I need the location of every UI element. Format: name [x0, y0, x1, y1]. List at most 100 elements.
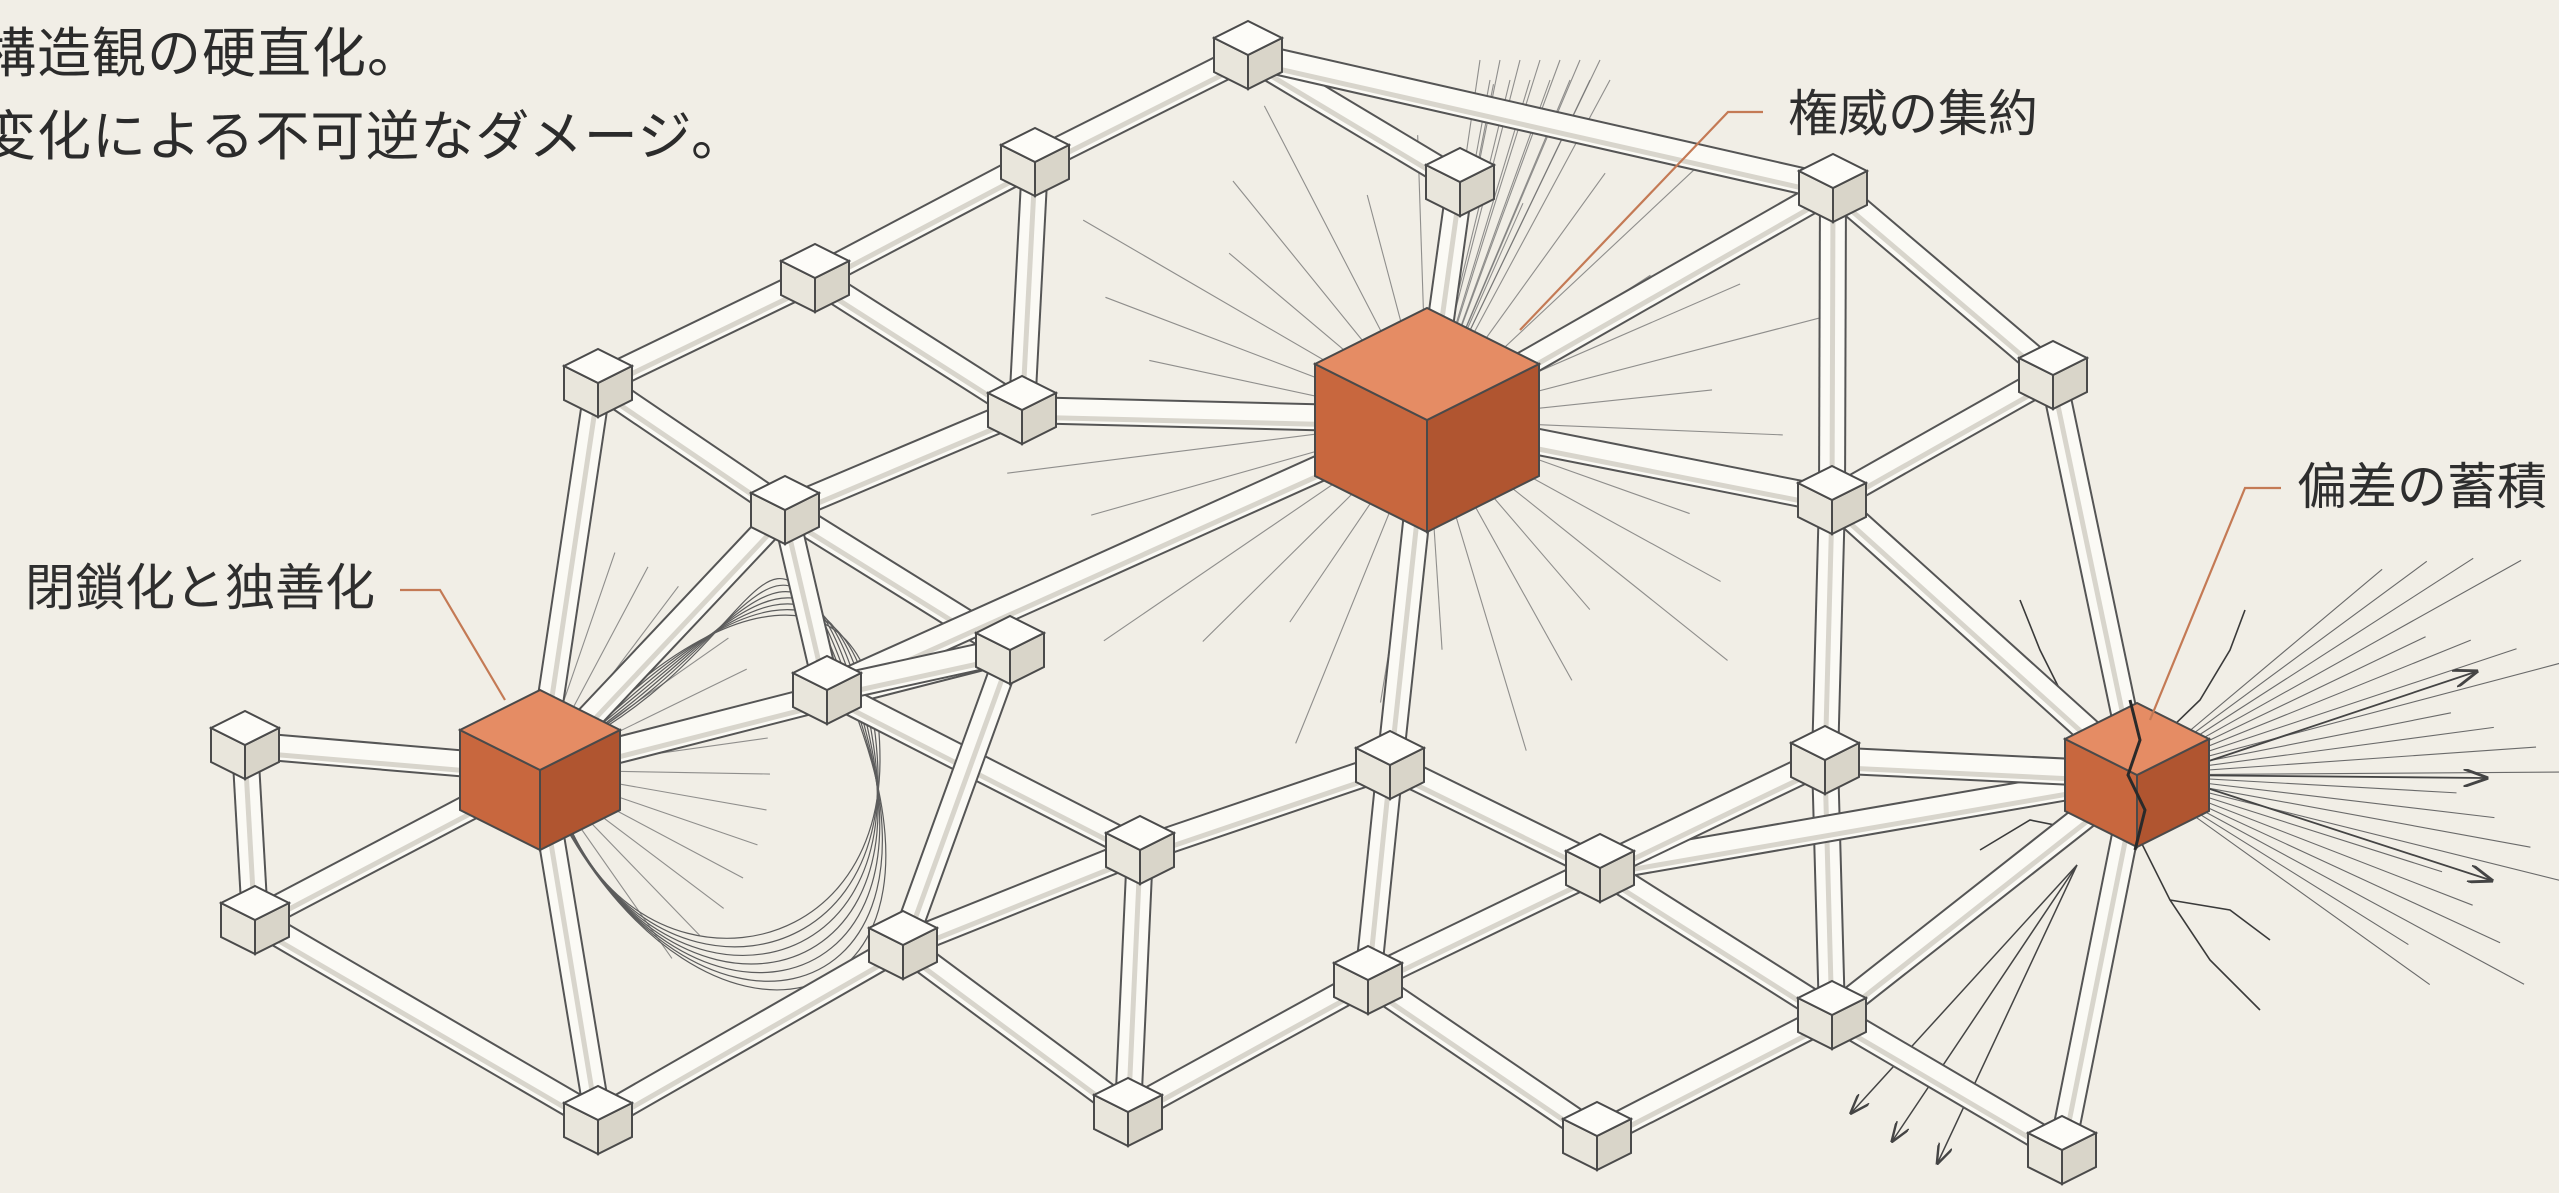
cube-top-face — [208, 709, 282, 747]
lattice-node — [748, 474, 822, 546]
lattice-node — [1423, 146, 1497, 218]
cube-top-face — [1560, 1100, 1634, 1138]
beam — [1590, 1002, 1839, 1149]
beam-shade — [1598, 764, 1827, 878]
beam-shade — [253, 924, 600, 1130]
cube-top-face — [1331, 944, 1405, 982]
cube-top-face — [985, 374, 1059, 412]
deviation-arrow — [2166, 774, 2490, 880]
lattice-node — [1795, 464, 1869, 536]
beam-fill — [1826, 364, 2059, 511]
beam-shade — [1366, 984, 1599, 1146]
beam-shade — [2059, 781, 2140, 1158]
crack-line — [2169, 899, 2271, 941]
lattice-node — [208, 709, 282, 781]
cube-top-face — [2062, 701, 2212, 777]
beam-shade — [1366, 872, 1602, 990]
beam-shade — [1033, 59, 1250, 172]
beam-fill — [1136, 753, 1394, 862]
cube-top-face — [1563, 832, 1637, 870]
beam-shade — [902, 854, 1141, 955]
beam — [1244, 41, 1837, 202]
callout-authority-label: 権威の集約 — [1788, 85, 2038, 143]
beam-fill — [1245, 43, 1836, 200]
beam — [1811, 759, 1846, 1023]
cube-top-face — [1795, 464, 1869, 502]
lattice-node — [998, 126, 1072, 198]
cube-top-face — [1423, 146, 1497, 184]
beam-shade — [1599, 779, 2138, 878]
beam-fill — [895, 935, 1136, 1122]
beam-shade — [1139, 769, 1391, 860]
beam-shade — [1126, 984, 1370, 1122]
beam-fill — [1029, 44, 1254, 173]
lattice-node — [1563, 832, 1637, 904]
cube-top-face — [973, 614, 1047, 652]
beam-fill — [1591, 1004, 1838, 1147]
cube-top-face — [561, 1084, 635, 1122]
cube-top-face — [1353, 729, 1427, 767]
beam-shade — [813, 166, 1037, 288]
beam-shade — [596, 949, 905, 1130]
lattice-node — [1091, 1076, 1165, 1148]
tension-lines — [539, 59, 2559, 1162]
beam-fill — [780, 398, 1027, 522]
beam — [1121, 967, 1375, 1125]
lattice-node — [790, 654, 864, 726]
cube-top-face — [748, 474, 822, 512]
closure-leader — [400, 588, 506, 701]
lattice-node — [2016, 339, 2090, 411]
closure-curve — [559, 577, 887, 991]
deviation-hub-cube — [2062, 701, 2212, 849]
beam-shade — [901, 949, 1130, 1122]
deviation-arrow — [2166, 775, 2485, 778]
lattice-node — [973, 614, 1047, 686]
lattice-node — [1353, 729, 1427, 801]
beam — [1823, 177, 2063, 386]
deviation-arrow — [1893, 864, 2078, 1140]
beam — [1818, 187, 1847, 508]
authority-leader — [1519, 110, 1763, 331]
beam-fill — [809, 151, 1041, 289]
beam — [1008, 161, 1049, 418]
closure-loop-curves — [559, 577, 887, 991]
lattice-node — [985, 374, 1059, 446]
callout-deviation-label: 偏差の蓄積 — [2297, 458, 2547, 516]
beam — [894, 933, 1137, 1124]
cube-top-face — [561, 347, 635, 385]
beam — [779, 397, 1028, 523]
lattice-node — [1103, 814, 1177, 886]
beam — [591, 265, 822, 396]
text-line-damage: 変化による不可逆なダメージ。 — [0, 105, 747, 168]
beam — [1597, 761, 2140, 882]
cube-top-face — [1788, 724, 1862, 762]
cube-top-face — [1795, 979, 1869, 1017]
lattice-node — [1211, 19, 1285, 91]
beam-shade — [1019, 168, 1038, 418]
beam-fill — [591, 373, 792, 520]
beam-shade — [1831, 193, 2055, 384]
beam — [1135, 751, 1395, 864]
callout-leaders — [400, 110, 2281, 721]
cube-top-face — [218, 884, 292, 922]
text-line-rigidity: 構造観の硬直化。 — [0, 22, 422, 85]
lattice-node — [1796, 152, 1870, 224]
beam — [1592, 856, 1840, 1027]
beam-fill — [592, 267, 821, 394]
beam-fill — [592, 934, 909, 1131]
beam-shade — [784, 414, 1023, 520]
beam — [820, 677, 1147, 863]
lattice-node — [778, 242, 852, 314]
beam-fill — [1594, 749, 1831, 879]
beam-shade — [1246, 59, 1462, 192]
beam-fill — [248, 909, 605, 1131]
cube-top-face — [998, 126, 1072, 164]
cube-top-face — [1211, 19, 1285, 57]
beam — [1593, 747, 1832, 881]
beam-fill — [1362, 857, 1606, 991]
beam-shade — [1125, 856, 1143, 1120]
beam-shade — [825, 694, 1142, 860]
beam-shade — [1822, 506, 1835, 768]
beam-fill — [1825, 178, 2061, 385]
